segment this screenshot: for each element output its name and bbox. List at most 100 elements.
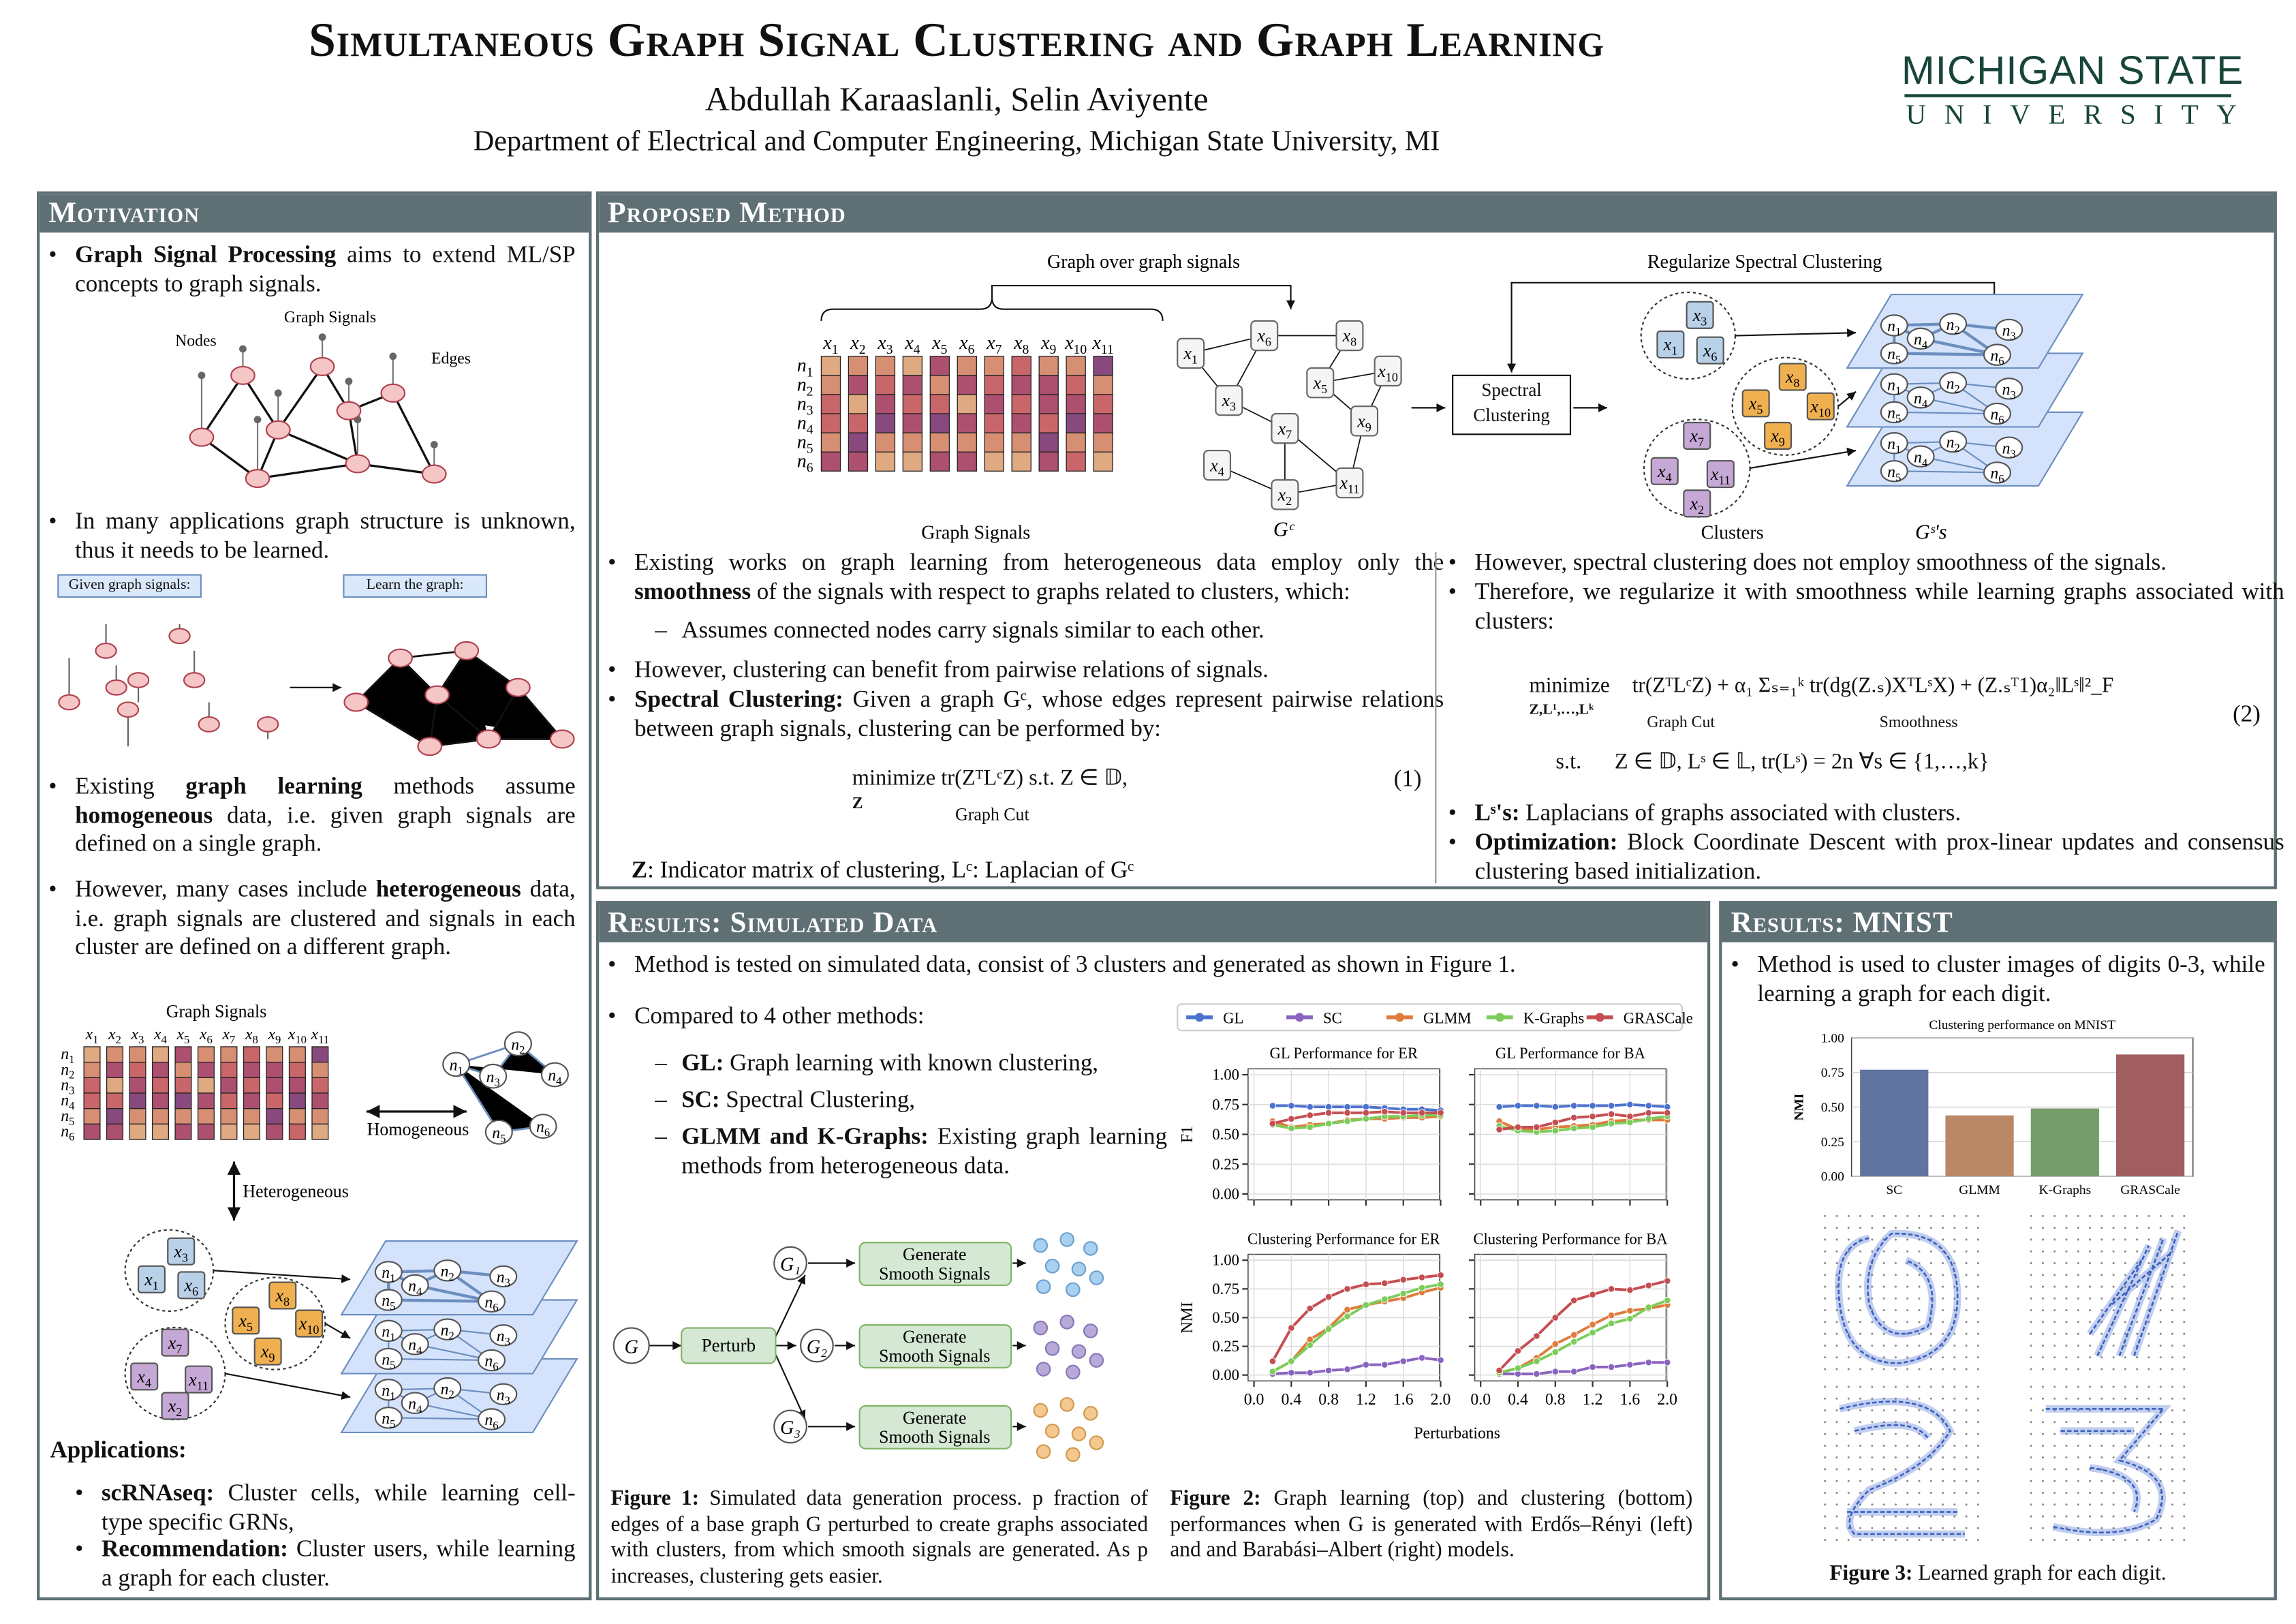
pixel-node — [2147, 1480, 2150, 1482]
matrix-cell — [875, 394, 896, 414]
data-point-GRASCale — [1514, 1347, 1522, 1355]
pixel-node — [2183, 1321, 2186, 1323]
cluster-node-label: x7 — [1689, 426, 1704, 448]
pixel-node — [2065, 1274, 2068, 1276]
row-label: n4 — [61, 1092, 75, 1112]
pixel-node — [1824, 1238, 1827, 1241]
matrix-cell — [83, 1092, 101, 1109]
pixel-node — [2065, 1539, 2068, 1542]
pixel-node — [1847, 1238, 1850, 1241]
pixel-node — [2124, 1385, 2126, 1388]
layer-node-label: n5 — [1887, 405, 1901, 425]
y-tick-label: 1.00 — [1212, 1252, 1239, 1269]
pixel-node — [2065, 1356, 2068, 1359]
x-tick-label: SC — [1886, 1183, 1902, 1197]
cluster-node — [167, 1237, 196, 1266]
pixel-node — [1882, 1250, 1885, 1253]
layer-node — [1880, 401, 1908, 424]
data-point-GRASCale — [1645, 1282, 1652, 1289]
pixel-node — [2112, 1539, 2115, 1542]
data-point-K-Graphs — [1514, 1364, 1522, 1372]
homog-node — [479, 1063, 508, 1089]
pixel-node — [2159, 1356, 2162, 1359]
pixel-node — [1906, 1250, 1909, 1253]
pixel-node — [2124, 1421, 2126, 1424]
layer-node — [478, 1349, 506, 1372]
pixel-node — [2124, 1227, 2126, 1229]
pixel-node — [1847, 1344, 1850, 1347]
pixel-node — [1942, 1444, 1944, 1447]
pixel-node — [1894, 1468, 1897, 1471]
data-point-K-Graphs — [1626, 1118, 1634, 1127]
matrix-cell — [151, 1123, 169, 1140]
data-point-GRASCale — [1664, 1277, 1671, 1285]
method-left-note: Z: Indicator matrix of clustering, Lᶜ: L… — [632, 857, 1134, 885]
pixel-node — [2136, 1297, 2139, 1300]
pixel-node — [1976, 1274, 1979, 1276]
layer-node — [489, 1265, 518, 1288]
layer-node-label: n4 — [1914, 390, 1928, 410]
cluster-node-label: x4 — [1657, 461, 1672, 484]
pixel-node — [2147, 1356, 2150, 1359]
bold-term: heterogeneous — [375, 876, 521, 903]
matrix-cell — [984, 413, 1004, 433]
column-label: x11 — [311, 1026, 330, 1046]
data-point-GRASCale — [1344, 1285, 1351, 1293]
data-point-K-Graphs — [1570, 1338, 1578, 1346]
pixel-node — [1953, 1468, 1956, 1471]
pixel-node — [2112, 1385, 2115, 1388]
pixel-node — [2065, 1385, 2068, 1388]
pixel-node — [2147, 1385, 2150, 1388]
pixel-node — [2124, 1261, 2126, 1265]
pixel-node — [1824, 1503, 1827, 1506]
pixel-node — [1918, 1227, 1921, 1229]
bold-term: smoothness — [634, 577, 751, 604]
legend-label: SC — [1323, 1009, 1342, 1026]
pixel-node — [2183, 1444, 2186, 1447]
matrix-cell — [288, 1108, 306, 1125]
column-label: x11 — [1091, 333, 1113, 357]
pixel-node — [2100, 1491, 2103, 1495]
pixel-node — [1824, 1491, 1827, 1495]
layer-node-label: n1 — [1887, 435, 1901, 456]
pixel-node — [1918, 1238, 1921, 1241]
pixel-node — [2147, 1227, 2150, 1229]
pixel-node — [2053, 1332, 2056, 1335]
pixel-node — [2041, 1480, 2044, 1482]
pixel-node — [2100, 1444, 2103, 1447]
y-axis-label: NMI — [1792, 1094, 1806, 1121]
pixel-node — [1942, 1385, 1944, 1388]
pixel-node — [1859, 1397, 1862, 1400]
pixel-node — [2183, 1515, 2186, 1518]
pixel-node — [2171, 1227, 2174, 1229]
pixel-node — [2065, 1227, 2068, 1229]
pixel-node — [2077, 1344, 2079, 1347]
pixel-node — [2053, 1344, 2056, 1347]
pixel-node — [2089, 1468, 2092, 1471]
pixel-node — [2053, 1480, 2056, 1482]
pixel-node — [2041, 1285, 2044, 1288]
matrix-cell — [929, 394, 950, 414]
matrix-cell — [902, 394, 923, 414]
pixel-node — [2030, 1274, 2032, 1276]
data-point-GRASCale — [1495, 1366, 1503, 1375]
motivation-bullet-3: Existing graph learning methods assume h… — [46, 773, 575, 859]
pixel-node — [2030, 1309, 2032, 1312]
pixel-node — [2077, 1385, 2079, 1388]
pixel-node — [2124, 1409, 2126, 1412]
pixel-node — [2100, 1515, 2103, 1518]
motivation-bullet-2: In many applications graph structure is … — [46, 508, 575, 565]
pixel-node — [1918, 1409, 1921, 1412]
pixel-node — [1894, 1433, 1897, 1435]
cluster-node-label: x8 — [275, 1286, 290, 1308]
pixel-node — [1894, 1356, 1897, 1359]
pixel-node — [2077, 1274, 2079, 1276]
pixel-node — [1847, 1285, 1850, 1288]
pixel-node — [1824, 1421, 1827, 1424]
eq2-minimize: minimize — [1529, 674, 1610, 698]
cluster-node — [1764, 421, 1793, 450]
pixel-node — [2124, 1344, 2126, 1347]
text: of the signals with respect to graphs re… — [751, 577, 1350, 604]
